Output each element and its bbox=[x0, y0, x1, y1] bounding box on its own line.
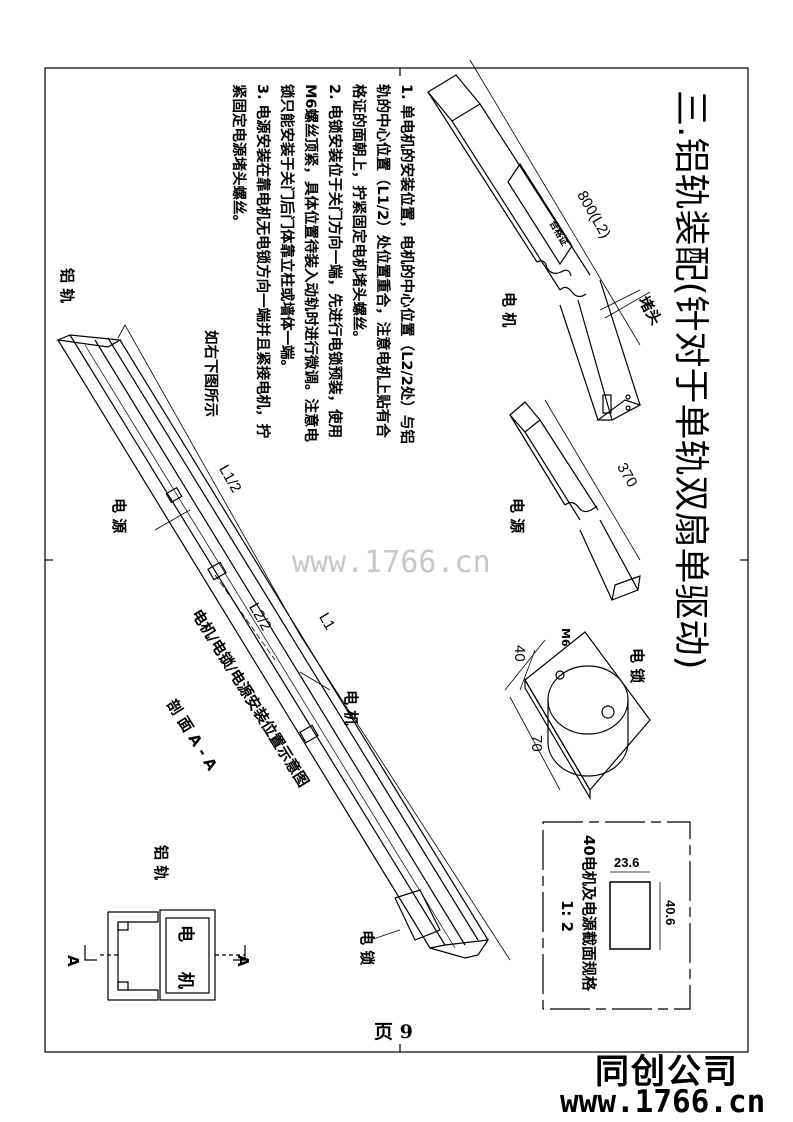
company-website: www.1766.cn bbox=[560, 1084, 766, 1120]
lock-width-dimension: 40 bbox=[511, 645, 528, 662]
lock-part-drawing bbox=[504, 631, 651, 801]
section-motor-label: 电 机 bbox=[175, 925, 195, 1001]
note-line: M6螺丝顶紧，具体位置待装入动轨时进行微调。注意电 bbox=[302, 84, 318, 443]
note-line: 1. 单电机的安装位置，电机的中心位置（L2/2处）与铝 bbox=[398, 84, 414, 444]
note-line: 格证的面朝上，拧紧固定电机堵头螺丝。 bbox=[350, 84, 366, 345]
spec-width-dimension: 23.6 bbox=[614, 855, 640, 870]
lock-length-dimension: 70 bbox=[528, 735, 545, 752]
section-spec-drawing bbox=[542, 821, 691, 1010]
motor-label: 电 机 bbox=[500, 292, 518, 328]
rail-label: 铝 轨 bbox=[58, 268, 76, 304]
motor-part-drawing bbox=[427, 59, 651, 421]
spec-scale: 1: 2 bbox=[558, 900, 576, 933]
lock-label: 电 锁 bbox=[628, 648, 646, 684]
power-label: 电 源 bbox=[508, 498, 526, 534]
note-line: 锁只能安装于关门后门体靠立柱或墙体一端。 bbox=[278, 84, 294, 374]
note-line: 3. 电源安装在靠电机无电锁方向一端并且紧接电机，拧 bbox=[254, 84, 270, 439]
watermark: www.1766.cn bbox=[292, 545, 491, 580]
power-part-drawing bbox=[509, 399, 641, 601]
m6-screw-label: M6 bbox=[559, 628, 572, 647]
note-line: 紧固定电源堵头螺丝。 bbox=[230, 84, 246, 229]
cut-mark-right: A bbox=[234, 955, 252, 967]
company-name: 同创公司 bbox=[595, 1052, 739, 1092]
note-line: 轨的中心位置（L1/2）处位置重合，注意电机上贴有合 bbox=[374, 84, 390, 438]
note-line: 2. 电锁安装位于关门方向一端，先进行电锁预装，使用 bbox=[326, 84, 342, 439]
spec-title: 40电机及电源截面规格 bbox=[580, 835, 598, 991]
rail-power-label: 电 源 bbox=[110, 498, 128, 534]
assembly-notes: 1. 单电机的安装位置，电机的中心位置（L2/2处）与铝 轨的中心位置（L1/2… bbox=[226, 84, 418, 444]
spec-height-dimension: 40.6 bbox=[663, 900, 678, 926]
rail-assembly-drawing bbox=[55, 324, 511, 961]
cut-mark-left: A bbox=[64, 955, 82, 967]
page-number: 页 9 bbox=[374, 1021, 413, 1043]
section-rail-label: 铝 轨 bbox=[152, 845, 170, 881]
section-a-a-drawing bbox=[84, 909, 246, 1001]
rail-motor-label: 电 机 bbox=[342, 690, 360, 726]
page-title: 三.铝轨装配(针对于单轨双扇单驱动) bbox=[670, 90, 711, 670]
see-figure-note: 如右下图所示 bbox=[202, 330, 218, 417]
rail-lock-label: 电 锁 bbox=[358, 930, 376, 966]
